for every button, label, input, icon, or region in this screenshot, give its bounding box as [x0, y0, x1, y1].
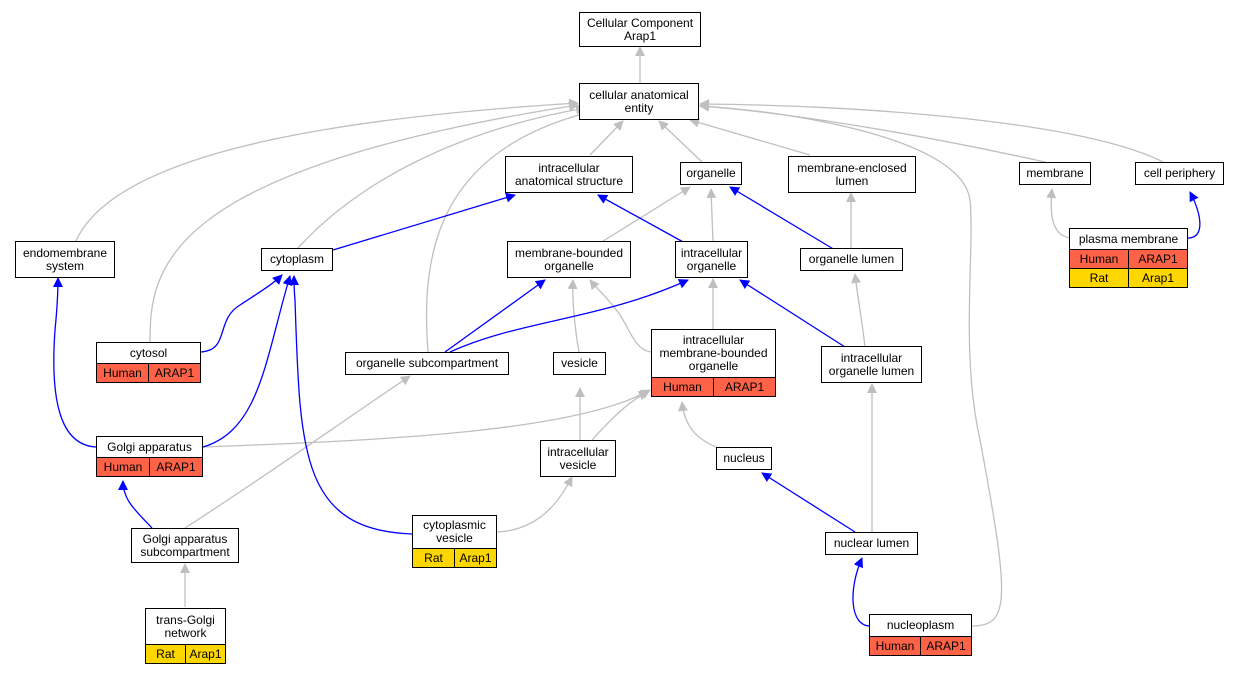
species-label: Rat — [412, 548, 455, 568]
edge-osc-io — [449, 279, 689, 353]
edge-iol-io — [739, 279, 846, 348]
gene-label: ARAP1 — [1128, 249, 1188, 269]
gene-label: Arap1 — [1128, 268, 1188, 288]
node-iol[interactable]: intracellular organelle lumen — [821, 346, 922, 383]
edge-iv-imbo — [591, 391, 649, 441]
node-org[interactable]: organelle — [680, 162, 742, 185]
gene-label: Arap1 — [185, 644, 226, 664]
node-golgi[interactable]: Golgi apparatus — [96, 436, 203, 458]
edge-pm-mem — [1046, 188, 1071, 239]
edge-golgi-cyt — [202, 275, 293, 448]
node-root[interactable]: Cellular Component Arap1 — [579, 12, 701, 47]
edge-io-ias — [597, 194, 686, 244]
node-tgn[interactable]: trans-Golgi network — [145, 608, 226, 645]
node-mel[interactable]: membrane-enclosed lumen — [788, 156, 916, 193]
species-label: Human — [651, 377, 714, 397]
gene-label: ARAP1 — [713, 377, 776, 397]
gene-label: ARAP1 — [920, 636, 972, 656]
species-label: Rat — [1069, 268, 1129, 288]
species-label: Rat — [145, 644, 186, 664]
node-osc[interactable]: organelle subcompartment — [345, 352, 509, 375]
species-label: Human — [1069, 249, 1129, 269]
edge-pm-cp — [1187, 191, 1201, 239]
edge-np-nl — [852, 557, 871, 627]
edge-imbo-mbo — [589, 279, 652, 353]
edge-gasc-osc — [184, 375, 411, 529]
node-ems[interactable]: endomembrane system — [15, 241, 115, 278]
edge-cp-cae — [699, 99, 1164, 163]
node-ves[interactable]: vesicle — [553, 352, 606, 375]
edge-nuc-imbo — [677, 401, 717, 448]
edge-ias-cae — [589, 120, 624, 156]
edge-np-cae — [699, 101, 1003, 627]
node-cp[interactable]: cell periphery — [1135, 162, 1224, 185]
edge-golgi-ems — [52, 277, 97, 448]
edge-cv-iv — [496, 476, 573, 533]
edge-iol-ol — [851, 273, 866, 348]
gene-label: ARAP1 — [149, 457, 203, 477]
node-io[interactable]: intracellular organelle — [675, 241, 748, 278]
node-mem[interactable]: membrane — [1019, 162, 1091, 185]
node-cv[interactable]: cytoplasmic vesicle — [412, 515, 497, 549]
node-cytosol[interactable]: cytosol — [96, 342, 201, 364]
node-nuc[interactable]: nucleus — [716, 447, 772, 470]
species-label: Human — [96, 457, 150, 477]
edge-io-org — [706, 188, 717, 244]
edge-osc-mbo — [444, 279, 546, 353]
edge-cyt-cae — [297, 104, 586, 249]
edge-nl-nuc — [761, 472, 856, 533]
edge-org-cae — [658, 120, 703, 163]
edge-cyt-ias — [332, 192, 516, 251]
node-ol[interactable]: organelle lumen — [800, 248, 903, 271]
edge-osc-cae — [425, 109, 591, 353]
edge-gasc-golgi — [118, 480, 153, 529]
node-gasc[interactable]: Golgi apparatus subcompartment — [131, 528, 239, 563]
node-cyt[interactable]: cytoplasm — [261, 248, 333, 271]
node-pm[interactable]: plasma membrane — [1069, 228, 1188, 250]
edge-cytosol-cyt — [200, 274, 283, 353]
node-iv[interactable]: intracellular vesicle — [540, 440, 616, 477]
species-label: Human — [869, 636, 921, 656]
gene-label: ARAP1 — [148, 363, 201, 383]
edge-mbo-org — [599, 186, 691, 244]
edge-mel-cae — [689, 117, 811, 156]
edge-ems-cae — [74, 98, 579, 244]
node-cae[interactable]: cellular anatomical entity — [579, 83, 699, 120]
gene-label: Arap1 — [454, 548, 497, 568]
species-label: Human — [96, 363, 149, 383]
edge-cytosol-cae — [149, 101, 579, 343]
edge-ol-org — [729, 186, 836, 251]
edge-golgi-imbo — [202, 389, 651, 448]
node-ias[interactable]: intracellular anatomical structure — [505, 156, 633, 193]
node-np[interactable]: nucleoplasm — [869, 614, 972, 637]
edge-ves-mbo — [567, 279, 580, 353]
node-mbo[interactable]: membrane-bounded organelle — [507, 241, 631, 278]
node-imbo[interactable]: intracellular membrane-bounded organelle — [651, 329, 776, 378]
node-nl[interactable]: nuclear lumen — [825, 532, 918, 555]
edge-cv-cyt — [289, 275, 413, 535]
